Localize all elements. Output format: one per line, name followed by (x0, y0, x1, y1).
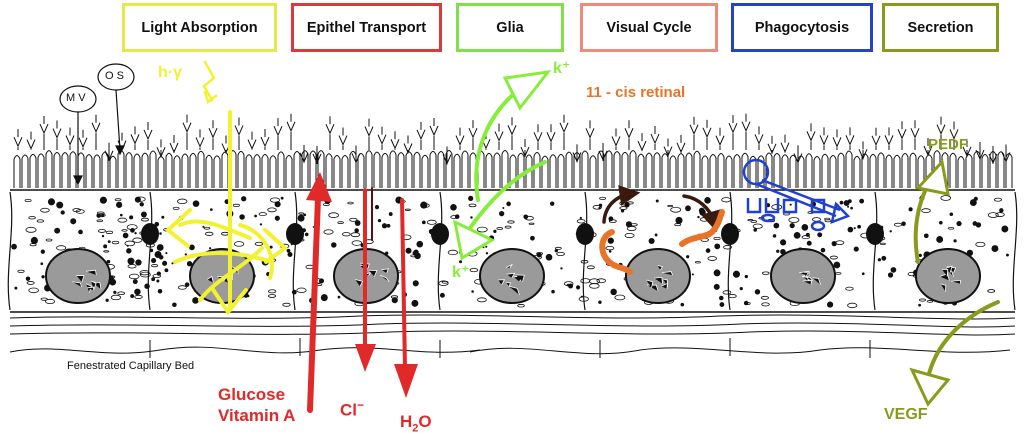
label-glucose: Glucose (218, 385, 286, 404)
label-light: h·γ (158, 64, 182, 81)
header-label: Light Absorption (141, 19, 258, 36)
phagocytosis-shapes (742, 158, 851, 232)
transport-arrows (306, 172, 418, 413)
chloride-base: Cl (340, 400, 357, 420)
water-o: O (418, 412, 432, 431)
microvilli-band (13, 150, 1013, 188)
label-retinal: 11 - cis retinal (586, 84, 686, 101)
water-h: H (400, 412, 413, 431)
header-glia: Glia (456, 3, 564, 52)
header-secretion: Secretion (882, 3, 999, 52)
capillary-bed (9, 338, 1011, 358)
label-chloride: Cl− (340, 398, 364, 421)
glia-arrows (452, 70, 552, 261)
header-visual-cycle: Visual Cycle (580, 3, 718, 52)
header-label: Visual Cycle (606, 19, 692, 36)
header-label: Epithel Transport (306, 19, 427, 36)
header-label: Secretion (907, 19, 974, 36)
label-os: O S (105, 70, 124, 82)
label-k-top: k⁺ (553, 60, 571, 77)
label-vitamin-a: Vitamin A (218, 406, 296, 425)
label-capillary: Fenestrated Capillary Bed (67, 360, 195, 372)
photoreceptor-layer (13, 113, 1011, 165)
label-water: H2O (400, 412, 432, 434)
header-light-absorption: Light Absorption (122, 3, 277, 52)
header-epithel-transport: Epithel Transport (291, 3, 442, 52)
visual-cycle-arrows (599, 185, 725, 275)
mv-os-indicators (59, 63, 135, 186)
label-pedf: PEDF (928, 136, 969, 153)
secretion-arrows (909, 158, 1000, 407)
epithelial-cells (7, 189, 1018, 336)
label-mv: M V (66, 92, 86, 104)
header-phagocytosis: Phagocytosis (731, 3, 873, 52)
label-k-bottom: k⁺ (452, 264, 470, 281)
chloride-charge: − (357, 398, 365, 412)
header-label: Glia (496, 19, 524, 36)
light-absorption-arrows (164, 60, 289, 316)
water-sub: 2 (412, 422, 419, 435)
label-vegf: VEGF (884, 406, 928, 423)
header-label: Phagocytosis (754, 19, 850, 36)
